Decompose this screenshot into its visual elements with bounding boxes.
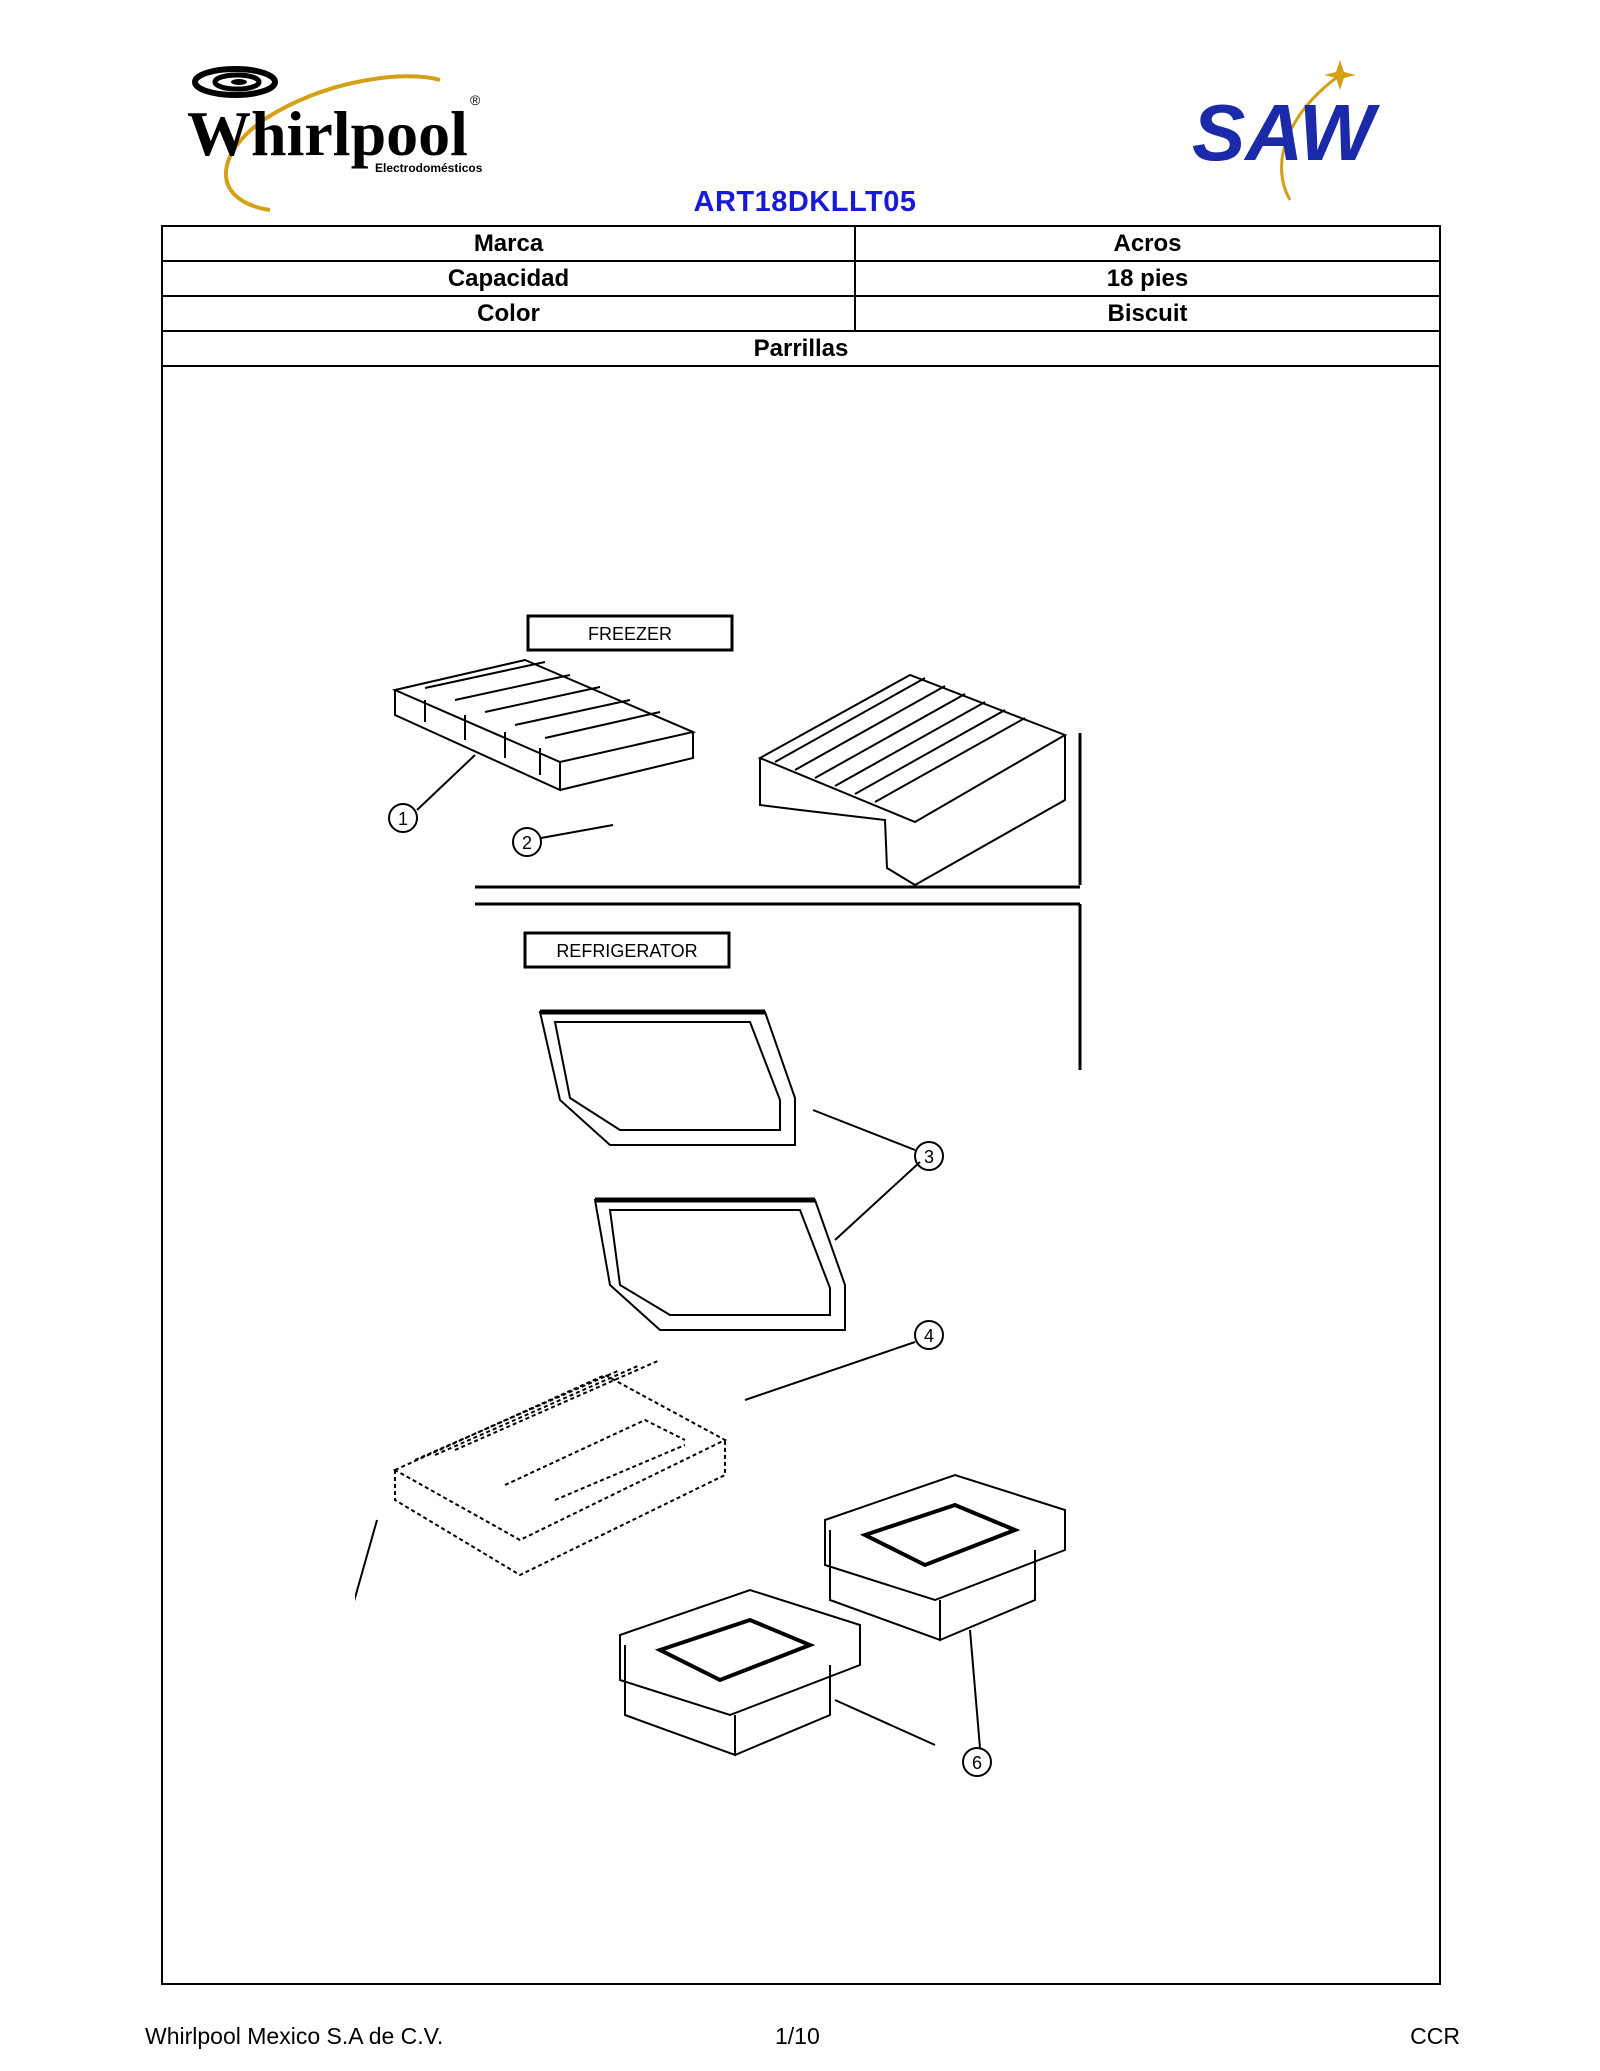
glass-shelf-1-drawing [538, 1009, 796, 1146]
spec-label: Marca [163, 227, 856, 260]
whirlpool-logo: Whirlpool ® Electrodomésticos [187, 66, 483, 212]
section-title-row: Parrillas [163, 332, 1439, 367]
footer-page-number: 1/10 [775, 2023, 820, 2049]
svg-text:3: 3 [924, 1147, 934, 1167]
callout-3: 3 [914, 1141, 944, 1171]
footer-company: Whirlpool Mexico S.A de C.V. [145, 2023, 444, 2049]
freezer-label-box: FREEZER [526, 614, 734, 652]
model-title: ART18DKLLT05 [693, 186, 917, 218]
callout-6: 6 [962, 1747, 992, 1777]
parts-diagram: FREEZER REFRIGERATOR [355, 614, 1082, 1777]
refrigerator-label-box: REFRIGERATOR [523, 931, 731, 969]
spec-value: Biscuit [1107, 299, 1188, 327]
freezer-label: FREEZER [588, 624, 672, 644]
freezer-shelf-drawing [757, 673, 1068, 886]
spec-table: Marca Acros Capacidad 18 pies Color Bisc… [161, 225, 1441, 1985]
page-footer: Whirlpool Mexico S.A de C.V. 1/10 CCR [145, 2023, 1460, 2053]
spec-value: Acros [1113, 229, 1182, 257]
callout-4: 4 [914, 1320, 944, 1350]
spec-label: Capacidad [163, 262, 856, 295]
refrigerator-label: REFRIGERATOR [556, 941, 697, 961]
callout-2: 2 [512, 827, 542, 857]
spec-label: Color [163, 297, 856, 330]
footer-code: CCR [1410, 2023, 1460, 2049]
glass-shelf-2-drawing [593, 1197, 846, 1331]
crisper-cover-drawing [392, 1359, 728, 1577]
ice-tray-drawing [391, 658, 697, 792]
spec-row-color: Color Biscuit [163, 297, 1439, 332]
crisper-drawer-2-drawing [619, 1588, 861, 1757]
saw-wordmark: SAW [1192, 88, 1381, 177]
callout-1: 1 [388, 803, 418, 833]
whirlpool-subtitle: Electrodomésticos [375, 161, 483, 175]
spec-row-capacidad: Capacidad 18 pies [163, 262, 1439, 297]
section-title: Parrillas [753, 334, 849, 362]
svg-text:4: 4 [924, 1326, 934, 1346]
whirlpool-wordmark: Whirlpool [187, 98, 468, 169]
svg-text:1: 1 [398, 809, 408, 829]
registered-mark: ® [470, 92, 481, 108]
spec-value: 18 pies [1106, 264, 1189, 292]
saw-logo: SAW [1192, 60, 1381, 201]
svg-text:6: 6 [972, 1753, 982, 1773]
spec-row-marca: Marca Acros [163, 227, 1439, 262]
crisper-drawer-1-drawing [824, 1473, 1066, 1642]
svg-text:2: 2 [522, 833, 532, 853]
